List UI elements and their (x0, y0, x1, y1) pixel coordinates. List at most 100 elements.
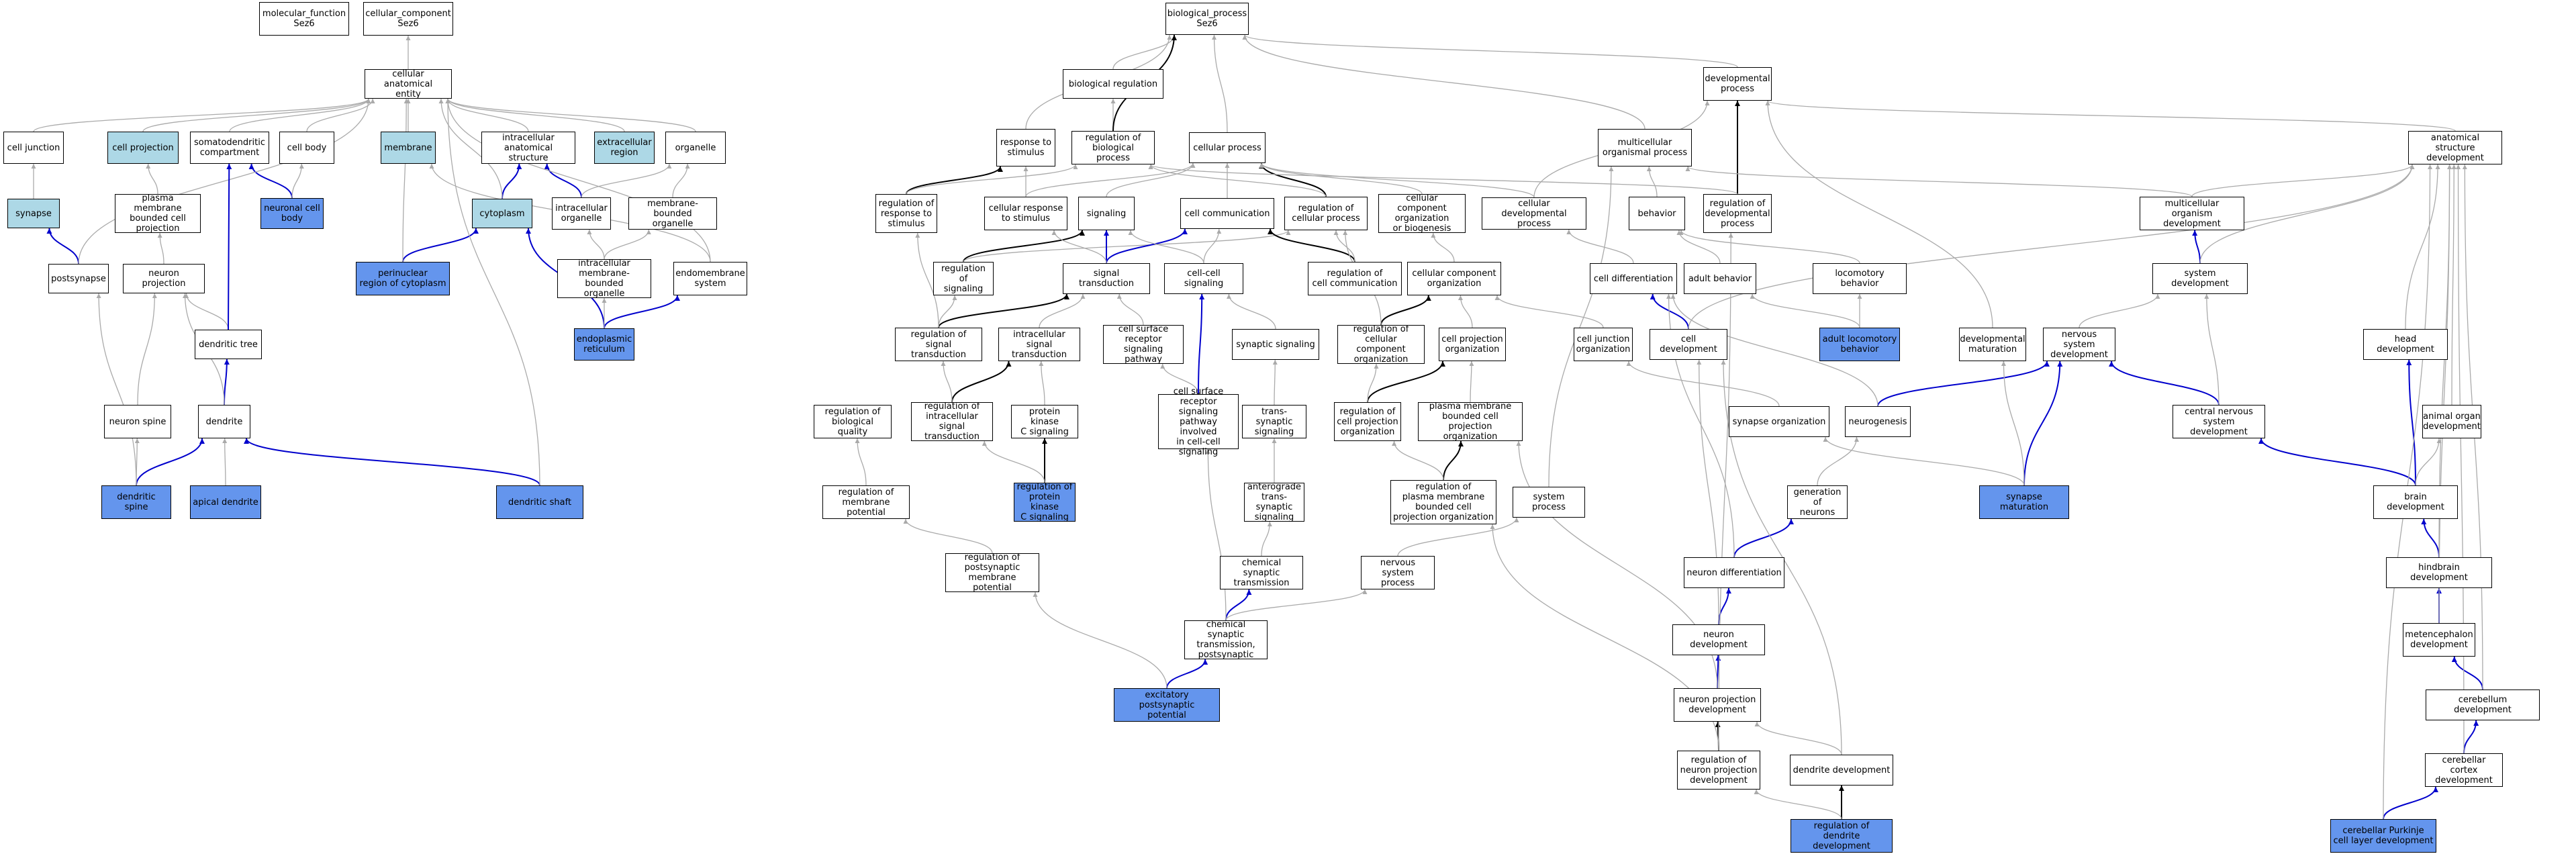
term-node-synapse-organization[interactable]: synapse organization (1729, 406, 1829, 437)
term-node-cellular-developmental-process[interactable]: cellular developmental process (1482, 197, 1586, 230)
term-node-regulation-of-biological-process[interactable]: regulation of biological process (1071, 131, 1155, 164)
term-node-cellular-response-to-stimulus[interactable]: cellular response to stimulus (984, 197, 1067, 230)
term-node-multicellular-organism-development[interactable]: multicellular organism development (2140, 197, 2244, 230)
term-node-regulation-of-postsynaptic-membrane-potential[interactable]: regulation of postsynaptic membrane pote… (945, 553, 1039, 593)
term-node-cell-junction-organization[interactable]: cell junction organization (1574, 328, 1633, 361)
term-node-behavior[interactable]: behavior (1629, 197, 1685, 230)
term-node-regulation-of-response-to-stimulus[interactable]: regulation of response to stimulus (875, 194, 937, 233)
term-node-neurogenesis[interactable]: neurogenesis (1845, 406, 1911, 437)
term-node-plasma-membrane-bounded-cell-projection[interactable]: plasma membrane bounded cell projection (115, 193, 201, 234)
term-node-regulation-of-cell-communication[interactable]: regulation of cell communication (1308, 262, 1402, 295)
term-node-intracellular-signal-transduction[interactable]: intracellular signal transduction (998, 328, 1080, 361)
term-node-regulation-of-cellular-process[interactable]: regulation of cellular process (1284, 197, 1368, 230)
term-node-endomembrane-system[interactable]: endomembrane system (673, 262, 747, 295)
term-node-postsynapse[interactable]: postsynapse (48, 264, 109, 293)
term-node-response-to-stimulus[interactable]: response to stimulus (996, 129, 1055, 167)
term-node-cell-junction[interactable]: cell junction (3, 132, 64, 164)
term-node-cell-projection-organization[interactable]: cell projection organization (1439, 328, 1506, 361)
term-node-regulation-of-membrane-potential[interactable]: regulation of membrane potential (822, 485, 910, 519)
term-node-neuron-spine[interactable]: neuron spine (104, 405, 171, 438)
term-node-multicellular-organismal-process[interactable]: multicellular organismal process (1598, 129, 1692, 167)
term-node-intracellular-organelle[interactable]: intracellular organelle (552, 197, 611, 230)
term-node-cell-surface-receptor-signaling-pathway[interactable]: cell surface receptor signaling pathway (1103, 324, 1184, 365)
term-node-cellular-component-organization-or-biogenesis[interactable]: cellular component organization or bioge… (1378, 193, 1466, 234)
term-node-trans-synaptic-signaling[interactable]: trans-synaptic signaling (1242, 405, 1306, 438)
term-node-regulation-of-dendrite-development[interactable]: regulation of dendrite development (1791, 819, 1893, 853)
term-node-animal-organ-development[interactable]: animal organ development (2422, 405, 2481, 438)
term-node-cell-development[interactable]: cell development (1650, 329, 1727, 360)
term-node-cellular-process[interactable]: cellular process (1189, 132, 1266, 163)
term-node-membrane[interactable]: membrane (381, 132, 436, 164)
term-node-system-process[interactable]: system process (1513, 487, 1585, 518)
term-node-regulation-of-biological-quality[interactable]: regulation of biological quality (814, 405, 892, 438)
term-node-brain-development[interactable]: brain development (2373, 485, 2458, 519)
term-node-regulation-of-intracellular-signal-transduction[interactable]: regulation of intracellular signal trans… (911, 401, 993, 442)
term-node-head-development[interactable]: head development (2363, 329, 2448, 360)
term-node-apical-dendrite[interactable]: apical dendrite (190, 485, 261, 519)
term-node-cell-cell-signaling[interactable]: cell-cell signaling (1164, 263, 1243, 294)
term-node-central-nervous-system-development[interactable]: central nervous system development (2173, 405, 2265, 438)
term-node-cytoplasm[interactable]: cytoplasm (472, 199, 532, 228)
term-node-biological-regulation[interactable]: biological regulation (1063, 69, 1163, 99)
term-node-excitatory-postsynaptic-potential[interactable]: excitatory postsynaptic potential (1114, 688, 1220, 722)
term-node-cerebellar-cortex-development[interactable]: cerebellar cortex development (2425, 753, 2503, 787)
term-node-synapse[interactable]: synapse (7, 199, 60, 228)
term-node-locomotory-behavior[interactable]: locomotory behavior (1813, 263, 1907, 294)
term-node-regulation-of-signaling[interactable]: regulation of signaling (933, 262, 994, 295)
term-node-neuronal-cell-body[interactable]: neuronal cell body (260, 198, 324, 229)
term-node-chemical-synaptic-transmission-postsynaptic[interactable]: chemical synaptic transmission, postsyna… (1184, 620, 1268, 660)
term-node-adult-behavior[interactable]: adult behavior (1684, 263, 1756, 294)
term-node-cell-body[interactable]: cell body (279, 132, 334, 164)
term-node-regulation-of-plasma-membrane-bounded-cell-projection-organization[interactable]: regulation of plasma membrane bounded ce… (1390, 480, 1496, 524)
term-node-dendrite[interactable]: dendrite (198, 405, 250, 438)
term-node-membrane-bounded-organelle[interactable]: membrane-bounded organelle (628, 197, 717, 230)
term-node-adult-locomotory-behavior[interactable]: adult locomotory behavior (1819, 328, 1900, 361)
term-node-metencephalon-development[interactable]: metencephalon development (2403, 623, 2475, 657)
term-node-intracellular-anatomical-structure[interactable]: intracellular anatomical structure (481, 132, 575, 164)
term-node-protein-kinase-c-signaling[interactable]: protein kinase C signaling (1011, 405, 1078, 438)
term-node-nervous-system-development[interactable]: nervous system development (2043, 328, 2115, 361)
term-node-chemical-synaptic-transmission[interactable]: chemical synaptic transmission (1220, 556, 1303, 589)
term-node-cellular-component-organization[interactable]: cellular component organization (1407, 262, 1501, 295)
term-node-neuron-differentiation[interactable]: neuron differentiation (1684, 557, 1784, 588)
term-node-biological-process[interactable]: biological_process Sez6 (1165, 3, 1249, 35)
term-node-regulation-of-neuron-projection-development[interactable]: regulation of neuron projection developm… (1677, 751, 1760, 790)
term-node-cellular-component[interactable]: cellular_component Sez6 (363, 2, 453, 36)
term-node-dendritic-spine[interactable]: dendritic spine (101, 485, 171, 519)
term-node-cell-surface-receptor-signaling-pathway-involved[interactable]: cell surface receptor signaling pathway … (1158, 387, 1239, 457)
term-node-cellular-anatomical-entity[interactable]: cellular anatomical entity (365, 69, 452, 99)
term-node-synaptic-signaling[interactable]: synaptic signaling (1232, 329, 1319, 360)
term-node-extracellular-region[interactable]: extracellular region (594, 132, 655, 164)
term-node-generation-of-neurons[interactable]: generation of neurons (1787, 485, 1848, 519)
term-node-plasma-membrane-bounded-cell-projection-organization[interactable]: plasma membrane bounded cell projection … (1418, 401, 1523, 442)
term-node-regulation-of-developmental-process[interactable]: regulation of developmental process (1703, 194, 1772, 233)
term-node-cerebellum-development[interactable]: cerebellum development (2426, 689, 2540, 720)
term-node-regulation-of-protein-kinase-c-signaling[interactable]: regulation of protein kinase C signaling (1014, 482, 1076, 522)
term-node-anatomical-structure-development[interactable]: anatomical structure development (2408, 131, 2502, 164)
term-node-developmental-maturation[interactable]: developmental maturation (1959, 328, 2026, 361)
term-node-regulation-of-cell-projection-organization[interactable]: regulation of cell projection organizati… (1334, 402, 1401, 441)
term-node-anterograde-trans-synaptic-signaling[interactable]: anterograde trans-synaptic signaling (1244, 482, 1304, 522)
term-node-neuron-projection-development[interactable]: neuron projection development (1674, 688, 1761, 722)
term-node-organelle[interactable]: organelle (665, 132, 726, 164)
term-node-signaling[interactable]: signaling (1078, 197, 1135, 230)
term-node-dendritic-shaft[interactable]: dendritic shaft (496, 485, 583, 519)
term-node-dendrite-development[interactable]: dendrite development (1790, 755, 1893, 786)
term-node-regulation-of-signal-transduction[interactable]: regulation of signal transduction (895, 328, 982, 361)
term-node-developmental-process[interactable]: developmental process (1703, 67, 1772, 101)
term-node-hindbrain-development[interactable]: hindbrain development (2386, 557, 2492, 588)
term-node-cell-projection[interactable]: cell projection (107, 132, 179, 164)
term-node-cerebellar-purkinje-cell-layer-development[interactable]: cerebellar Purkinje cell layer developme… (2330, 819, 2436, 853)
term-node-signal-transduction[interactable]: signal transduction (1063, 263, 1150, 294)
term-node-nervous-system-process[interactable]: nervous system process (1361, 556, 1435, 589)
term-node-dendritic-tree[interactable]: dendritic tree (195, 330, 262, 359)
term-node-neuron-development[interactable]: neuron development (1672, 624, 1765, 655)
term-node-intracellular-membrane-bounded-organelle[interactable]: intracellular membrane-bounded organelle (557, 258, 651, 299)
term-node-synapse-maturation[interactable]: synapse maturation (1979, 485, 2069, 519)
term-node-cell-communication[interactable]: cell communication (1180, 198, 1274, 229)
term-node-neuron-projection[interactable]: neuron projection (123, 264, 205, 293)
term-node-cell-differentiation[interactable]: cell differentiation (1590, 263, 1677, 294)
term-node-system-development[interactable]: system development (2152, 263, 2248, 294)
term-node-endoplasmic-reticulum[interactable]: endoplasmic reticulum (574, 328, 634, 361)
term-node-molecular-function[interactable]: molecular_function Sez6 (259, 2, 349, 36)
